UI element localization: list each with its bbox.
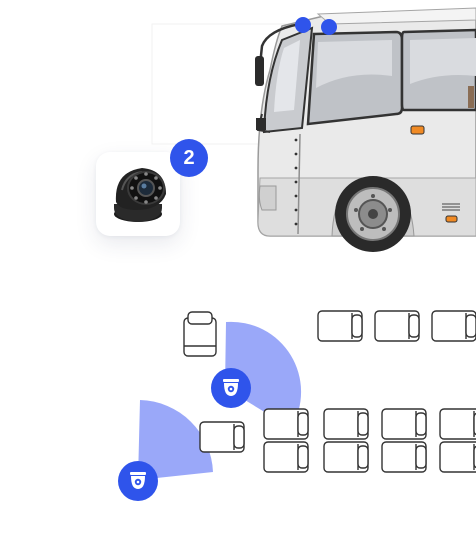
seat [439, 408, 476, 440]
camera-marker-rear [118, 461, 158, 501]
dome-camera-icon [114, 168, 166, 222]
seat [263, 441, 309, 473]
camera-marker-front [211, 368, 251, 408]
seat [199, 421, 245, 453]
dome-camera-icon [130, 472, 146, 489]
dome-camera-icon [223, 379, 239, 396]
seat [439, 441, 476, 473]
camera-product-card [96, 152, 180, 236]
position-marker-1 [295, 17, 311, 33]
seat [317, 310, 363, 342]
camera-count-badge: 2 [170, 139, 208, 177]
seat [323, 441, 369, 473]
seat [263, 408, 309, 440]
seat [323, 408, 369, 440]
seat [381, 441, 427, 473]
seat [374, 310, 420, 342]
seat [431, 310, 476, 342]
coverage-area-front [225, 321, 302, 428]
coverage-area-rear [138, 400, 213, 480]
driver-seat [183, 311, 217, 357]
position-marker-2 [321, 19, 337, 35]
seat [381, 408, 427, 440]
